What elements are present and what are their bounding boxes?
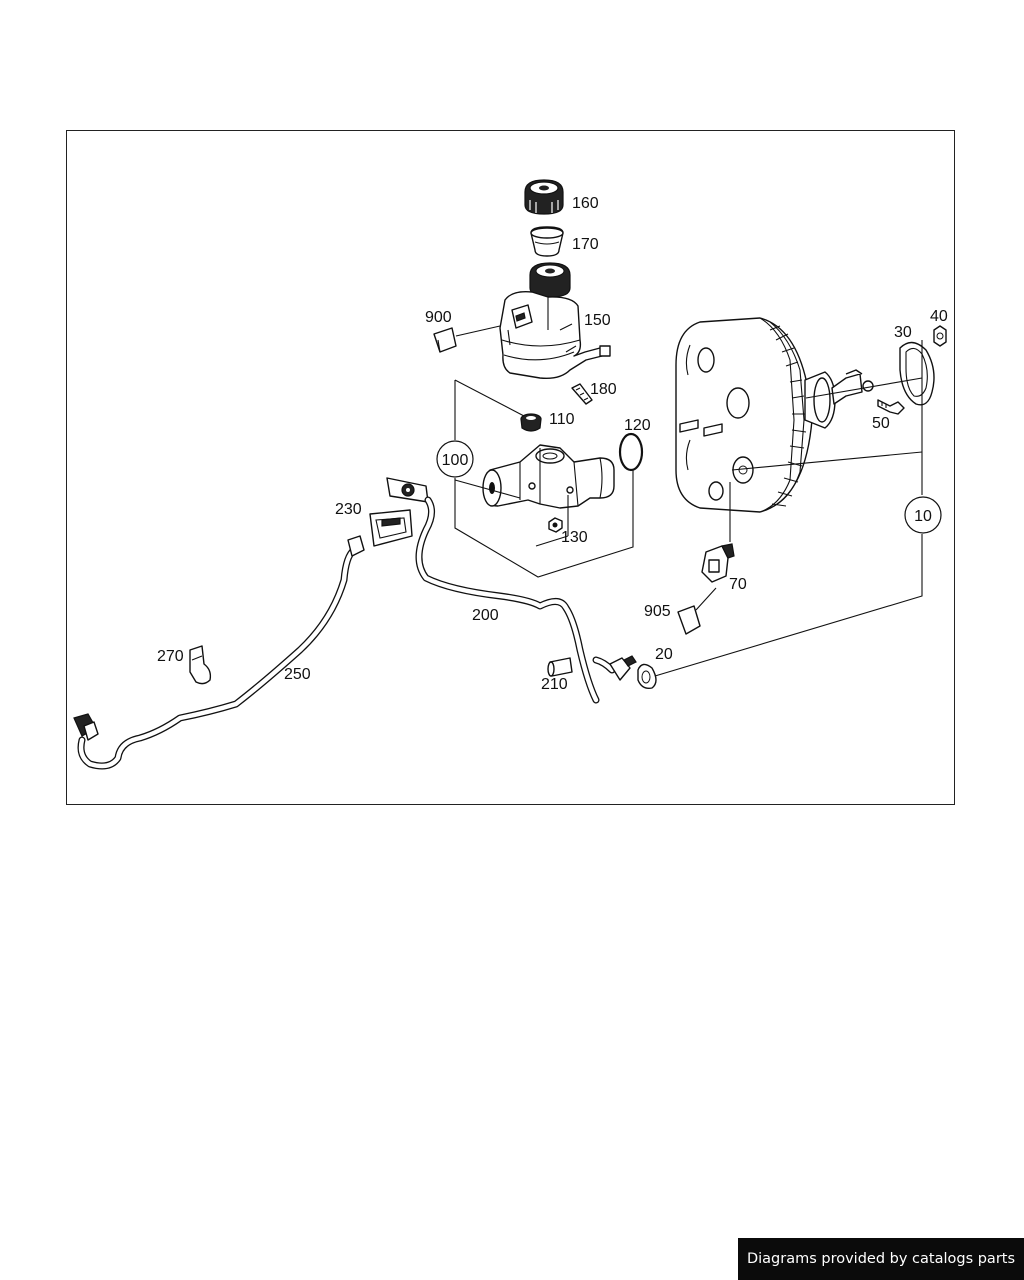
master-cylinder[interactable] <box>482 444 615 509</box>
label-30[interactable]: 30 <box>894 324 912 341</box>
bolt-50[interactable] <box>877 399 905 415</box>
label-50[interactable]: 50 <box>872 415 890 432</box>
label-230[interactable]: 230 <box>335 501 362 518</box>
nut-130[interactable] <box>548 517 563 533</box>
label-170[interactable]: 170 <box>572 236 599 253</box>
callout-10-label: 10 <box>914 508 932 525</box>
label-160[interactable]: 160 <box>572 195 599 212</box>
label-900[interactable]: 900 <box>425 309 452 326</box>
grommet-20[interactable] <box>637 663 657 690</box>
label-120[interactable]: 120 <box>624 417 651 434</box>
strainer-170[interactable] <box>530 226 564 257</box>
grommet-110[interactable] <box>520 413 542 432</box>
label-905[interactable]: 905 <box>644 603 671 620</box>
seal-ring-120[interactable] <box>618 432 644 472</box>
label-70[interactable]: 70 <box>729 576 747 593</box>
label-20[interactable]: 20 <box>655 646 673 663</box>
callout-10[interactable]: 10 <box>904 496 942 534</box>
brake-booster[interactable] <box>675 317 874 513</box>
reservoir-cap-160[interactable] <box>524 179 564 215</box>
clip-270[interactable] <box>189 645 212 685</box>
vacuum-hose-200[interactable] <box>415 496 637 704</box>
vacuum-hose-250[interactable] <box>73 535 365 770</box>
label-40[interactable]: 40 <box>930 308 948 325</box>
credit-text: Diagrams provided by catalogs parts <box>746 1251 1016 1267</box>
label-110[interactable]: 110 <box>549 411 575 428</box>
part-labels: 160 170 150 900 180 110 120 130 30 40 50… <box>157 195 948 693</box>
label-250[interactable]: 250 <box>284 666 311 683</box>
label-210[interactable]: 210 <box>541 676 568 693</box>
label-270[interactable]: 270 <box>157 648 184 665</box>
label-130[interactable]: 130 <box>561 529 588 546</box>
callout-100-label: 100 <box>442 452 469 469</box>
leader-lines <box>454 340 923 677</box>
bracket-900[interactable] <box>433 325 501 353</box>
clamp-210[interactable] <box>547 657 573 677</box>
label-200[interactable]: 200 <box>472 607 499 624</box>
diagram-frame <box>66 130 955 805</box>
check-valve-bracket[interactable] <box>386 477 429 503</box>
nut-40[interactable] <box>933 325 947 347</box>
brake-fluid-reservoir-150[interactable] <box>499 262 611 380</box>
connector-230[interactable] <box>369 509 413 547</box>
label-150[interactable]: 150 <box>584 312 611 329</box>
label-180[interactable]: 180 <box>590 381 617 398</box>
gasket-30[interactable] <box>899 341 935 406</box>
pin-180[interactable] <box>571 383 593 405</box>
bracket-905[interactable] <box>677 587 717 635</box>
vacuum-sensor-70[interactable] <box>701 543 735 583</box>
credit-badge: Diagrams provided by catalogs parts <box>738 1238 1024 1280</box>
callout-100[interactable]: 100 <box>436 440 474 478</box>
